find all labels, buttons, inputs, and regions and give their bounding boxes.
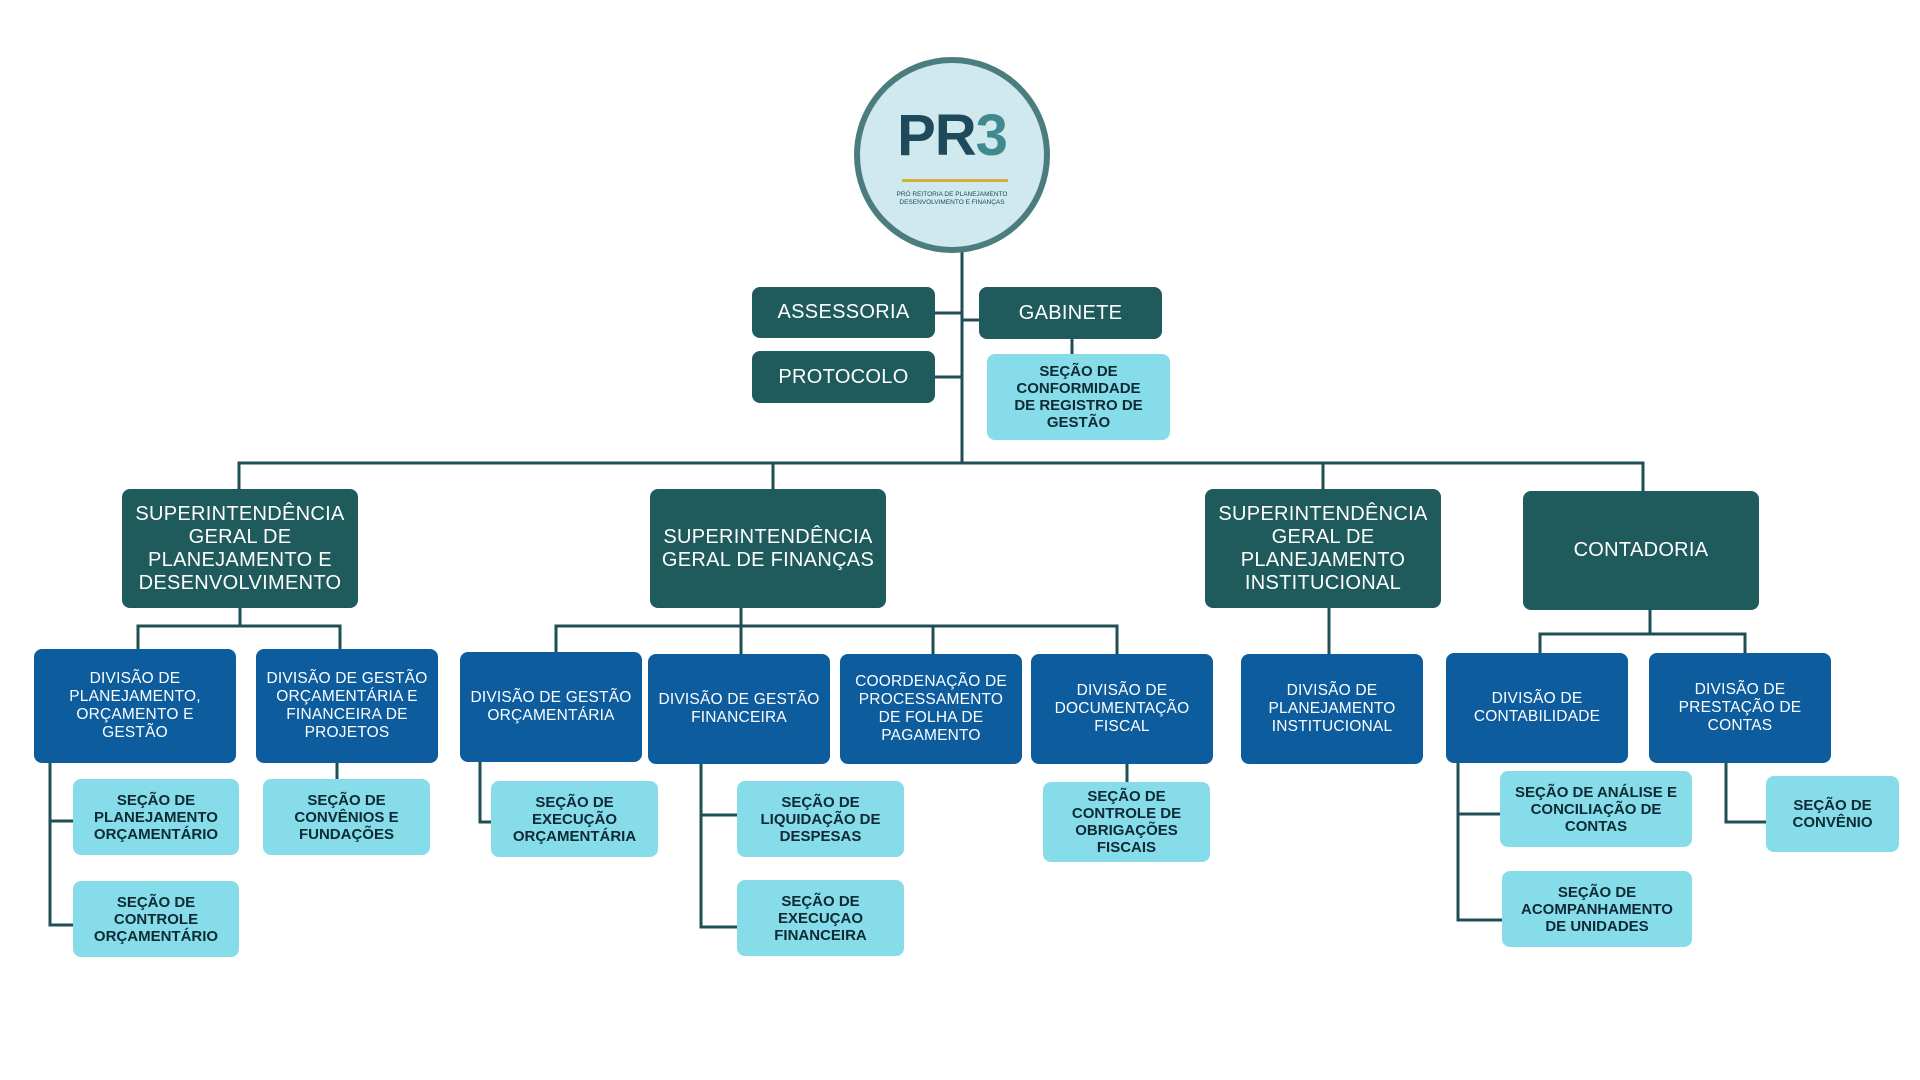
divisao-planejamento-institucional: DIVISÃO DE PLANEJAMENTO INSTITUCIONAL: [1241, 654, 1423, 764]
secao-acompanhamento-unidades: SEÇÃO DE ACOMPANHAMENTO DE UNIDADES: [1502, 871, 1692, 947]
secao-controle-orcamentario: SEÇÃO DE CONTROLE ORÇAMENTÁRIO: [73, 881, 239, 957]
secao-planejamento-orcamentario: SEÇÃO DE PLANEJAMENTO ORÇAMENTÁRIO: [73, 779, 239, 855]
secao-conformidade-box: SEÇÃO DE CONFORMIDADE DE REGISTRO DE GES…: [987, 354, 1170, 440]
protocolo-box: PROTOCOLO: [752, 351, 935, 403]
secao-convenio: SEÇÃO DE CONVÊNIO: [1766, 776, 1899, 852]
secao-execucao-financeira: SEÇÃO DE EXECUÇAO FINANCEIRA: [737, 880, 904, 956]
superintendencia-planejamento-institucional: SUPERINTENDÊNCIA GERAL DE PLANEJAMENTO I…: [1205, 489, 1441, 608]
divisao-planejamento-orcamento-gestao: DIVISÃO DE PLANEJAMENTO, ORÇAMENTO E GES…: [34, 649, 236, 763]
logo-rule: [902, 179, 1008, 182]
logo-mark: PR3: [860, 107, 1044, 165]
divisao-documentacao-fiscal: DIVISÃO DE DOCUMENTAÇÃO FISCAL: [1031, 654, 1213, 764]
superintendencia-financas: SUPERINTENDÊNCIA GERAL DE FINANÇAS: [650, 489, 886, 608]
superintendencia-planejamento-desenvolvimento: SUPERINTENDÊNCIA GERAL DE PLANEJAMENTO E…: [122, 489, 358, 608]
secao-convenios-fundacoes: SEÇÃO DE CONVÊNIOS E FUNDAÇÕES: [263, 779, 430, 855]
secao-analise-conciliacao-contas: SEÇÃO DE ANÁLISE E CONCILIAÇÃO DE CONTAS: [1500, 771, 1692, 847]
contadoria-box: CONTADORIA: [1523, 491, 1759, 610]
logo-mark-letters: PR: [897, 103, 977, 168]
secao-controle-obrigacoes-fiscais: SEÇÃO DE CONTROLE DE OBRIGAÇÕES FISCAIS: [1043, 782, 1210, 862]
gabinete-box: GABINETE: [979, 287, 1162, 339]
logo-subtitle: PRÓ REITORIA DE PLANEJAMENTO DESENVOLVIM…: [896, 191, 1008, 206]
divisao-prestacao-contas: DIVISÃO DE PRESTAÇÃO DE CONTAS: [1649, 653, 1831, 763]
coordenacao-processamento-folha: COORDENAÇÃO DE PROCESSAMENTO DE FOLHA DE…: [840, 654, 1022, 764]
divisao-gestao-orcamentaria: DIVISÃO DE GESTÃO ORÇAMENTÁRIA: [460, 652, 642, 762]
secao-liquidacao-despesas: SEÇÃO DE LIQUIDAÇÃO DE DESPESAS: [737, 781, 904, 857]
pr3-logo: PR3 PRÓ REITORIA DE PLANEJAMENTO DESENVO…: [854, 57, 1050, 253]
divisao-contabilidade: DIVISÃO DE CONTABILIDADE: [1446, 653, 1628, 763]
secao-execucao-orcamentaria: SEÇÃO DE EXECUÇÃO ORÇAMENTÁRIA: [491, 781, 658, 857]
divisao-gestao-financeira: DIVISÃO DE GESTÃO FINANCEIRA: [648, 654, 830, 764]
divisao-gestao-orcamentaria-projetos: DIVISÃO DE GESTÃO ORÇAMENTÁRIA E FINANCE…: [256, 649, 438, 763]
assessoria-box: ASSESSORIA: [752, 287, 935, 338]
logo-mark-number: 3: [975, 103, 1008, 168]
